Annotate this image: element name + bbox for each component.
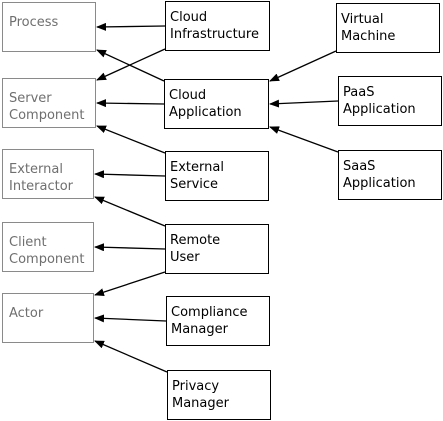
node-saas-application: SaaS Application [338, 150, 442, 200]
arrow-cloud-application-to-server-component [96, 99, 165, 108]
node-remote-user: Remote User [165, 224, 269, 274]
arrow-remote-user-to-client-component [94, 243, 166, 252]
arrow-remote-user-to-external-interactor [94, 196, 166, 227]
arrow-saas-application-to-cloud-application [269, 126, 339, 153]
arrow-compliance-manager-to-actor [94, 314, 167, 323]
arrow-cloud-infrastructure-to-server-component [96, 48, 166, 81]
arrow-remote-user-to-actor [94, 271, 166, 296]
arrow-privacy-manager-to-actor [94, 340, 168, 373]
arrow-virtual-machine-to-cloud-application [269, 50, 337, 82]
arrow-cloud-infrastructure-to-process [96, 22, 166, 31]
node-compliance-manager: Compliance Manager [166, 296, 270, 346]
node-server-component: Server Component [2, 78, 96, 128]
node-client-component: Client Component [2, 222, 94, 272]
node-privacy-manager: Privacy Manager [167, 370, 271, 420]
node-actor: Actor [2, 293, 94, 343]
node-external-service: External Service [165, 151, 269, 201]
arrow-cloud-application-to-process [96, 49, 165, 82]
arrow-paas-application-to-cloud-application [269, 99, 339, 108]
node-virtual-machine: Virtual Machine [336, 3, 440, 53]
arrow-external-service-to-server-component [96, 125, 166, 154]
node-paas-application: PaaS Application [338, 76, 442, 126]
node-cloud-application: Cloud Application [164, 79, 269, 129]
node-external-interactor: External Interactor [2, 149, 94, 199]
node-cloud-infrastructure: Cloud Infrastructure [165, 1, 270, 51]
node-process: Process [2, 2, 96, 52]
arrow-external-service-to-external-interactor [94, 170, 166, 179]
